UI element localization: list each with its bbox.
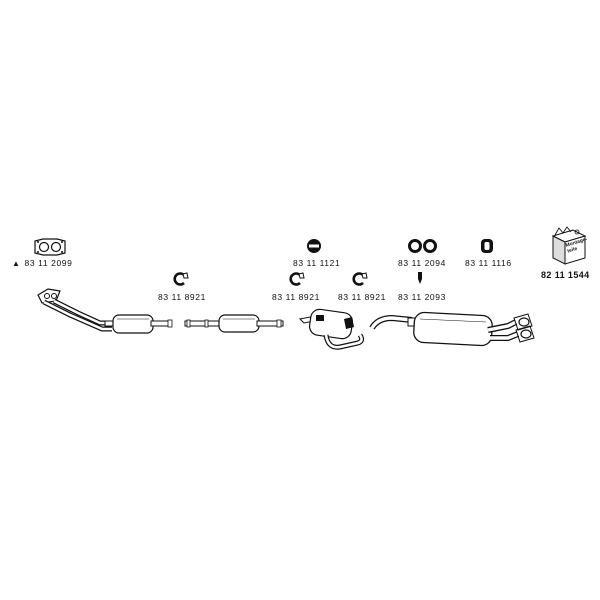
flange-gasket-icon — [34, 238, 66, 256]
rubber-mount-icon — [481, 239, 493, 253]
clamp-icon — [352, 272, 368, 286]
mounting-kit-box-icon — [551, 226, 587, 265]
part-number-rubber-mount: 83 11 1116 — [465, 258, 512, 268]
hanger-pin-icon — [418, 272, 422, 284]
middle-silencer-icon — [298, 308, 365, 350]
part-number-rubber-ring: 83 11 1121 — [293, 258, 341, 268]
triangle-marker-icon: ▲ — [12, 259, 21, 268]
part-number-clamp-3: 83 11 8921 — [338, 292, 386, 302]
double-ring-icon — [408, 239, 437, 253]
clamp-icon — [289, 272, 305, 286]
centre-silencer-icon — [184, 314, 284, 333]
part-number-clamp-2: 83 11 8921 — [272, 292, 320, 302]
part-number-clamp-1: 83 11 8921 — [158, 292, 206, 302]
part-number-gasket: ▲83 11 2099 — [12, 258, 73, 268]
part-number-mounting-kit: 82 11 1544 — [541, 270, 590, 280]
rear-silencer-icon — [369, 311, 535, 347]
part-number-hanger-pin: 83 11 2093 — [398, 292, 446, 302]
clamp-icon — [173, 272, 189, 286]
rubber-ring-icon — [307, 239, 321, 253]
part-number-double-ring: 83 11 2094 — [398, 258, 446, 268]
front-silencer-icon — [104, 314, 173, 334]
